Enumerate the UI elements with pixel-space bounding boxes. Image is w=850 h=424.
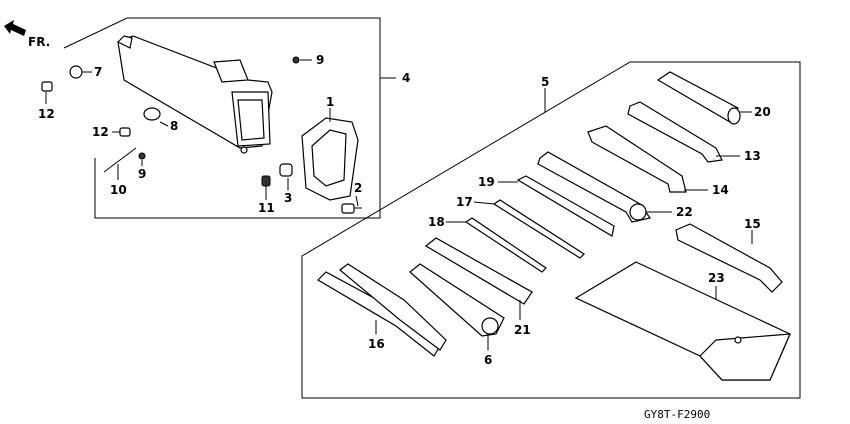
direction-label: FR.: [28, 35, 50, 49]
handle-21: [424, 237, 533, 305]
callout-21: 21: [514, 323, 531, 337]
callouts: 1 2 3 4 5 6 7 8 9 9 10 11 12 12 13 14 15: [38, 53, 771, 367]
screwdriver-17: [492, 199, 585, 259]
callout-3: 3: [284, 191, 292, 205]
callout-13: 13: [744, 149, 761, 163]
washer-7: [69, 65, 83, 79]
screwdriver-18: [464, 217, 547, 273]
tool-case-cover: [301, 117, 359, 201]
callout-20: 20: [754, 105, 771, 119]
tool-bag-23: [574, 261, 791, 381]
callout-2: 2: [354, 181, 362, 195]
callout-8: 8: [170, 119, 178, 133]
tool-case: [116, 35, 273, 154]
callout-9-bottom: 9: [138, 167, 146, 181]
callout-1: 1: [326, 95, 334, 109]
callout-4: 4: [402, 71, 410, 85]
callout-7: 7: [94, 65, 102, 79]
callout-23: 23: [708, 271, 725, 285]
callout-12-bottom: 12: [92, 125, 109, 139]
callout-15: 15: [744, 217, 761, 231]
callout-16: 16: [368, 337, 385, 351]
wrench-14: [587, 125, 687, 193]
clip: [279, 163, 293, 177]
drawing-code: GY8T-F2900: [644, 408, 710, 421]
callout-10: 10: [110, 183, 127, 197]
bolt-12-bottom: [119, 127, 131, 137]
nut-9-top: [292, 56, 300, 64]
front-direction-arrow-icon: [4, 20, 26, 36]
callout-17: 17: [456, 195, 473, 209]
callout-11: 11: [258, 201, 275, 215]
wrench-22: [537, 151, 652, 223]
wrench-15: [675, 223, 783, 293]
group-4-boundary: [63, 17, 381, 219]
washer-8: [143, 107, 161, 121]
callout-12-top: 12: [38, 107, 55, 121]
callout-9-top: 9: [316, 53, 324, 67]
rod-10: [103, 147, 137, 173]
callout-5: 5: [541, 75, 549, 89]
bolt-12-top: [41, 81, 53, 92]
socket-20: [656, 71, 741, 125]
screwdriver-19: [516, 175, 615, 237]
callout-22: 22: [676, 205, 693, 219]
socket-6: [409, 263, 505, 337]
pliers-16: [317, 263, 447, 357]
group-5-boundary: [301, 61, 801, 399]
callout-19: 19: [478, 175, 495, 189]
cover-screw: [341, 203, 362, 214]
pin: [261, 175, 271, 187]
callout-14: 14: [712, 183, 729, 197]
callout-18: 18: [428, 215, 445, 229]
nut-9-bottom: [138, 152, 146, 160]
wrench-13: [627, 101, 723, 163]
callout-6: 6: [484, 353, 492, 367]
